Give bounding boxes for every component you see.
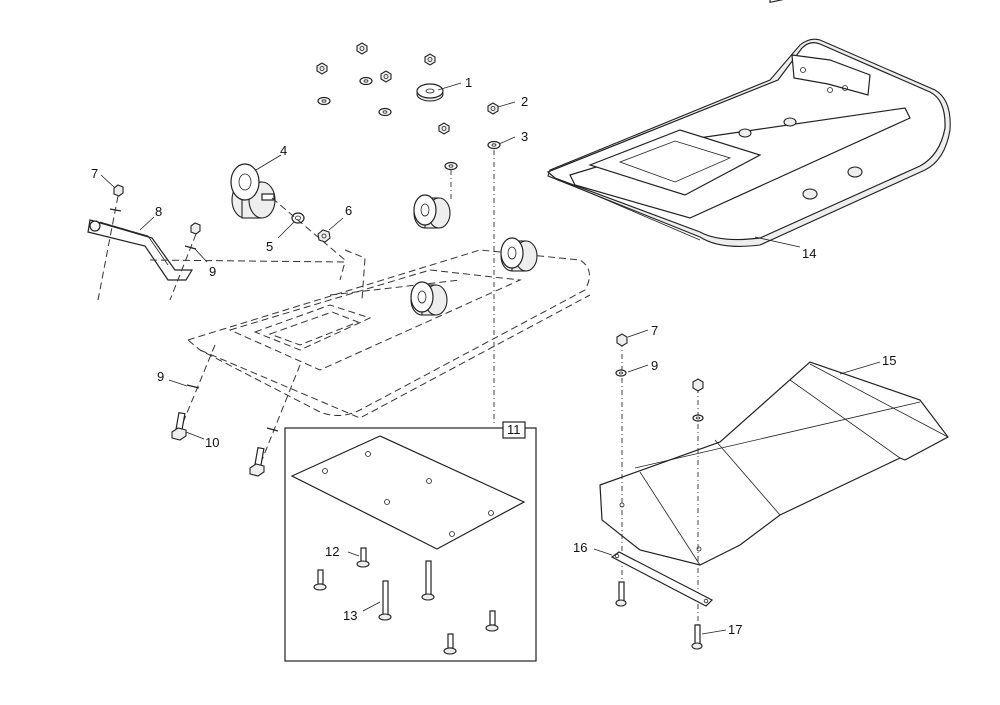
callout-8: 8	[155, 204, 162, 219]
handle-bracket	[87, 219, 194, 281]
washer	[615, 369, 627, 377]
callout-11: 11	[507, 422, 521, 437]
countersunk-bolt	[485, 610, 499, 632]
countersunk-bolt	[313, 569, 327, 591]
callout-12: 12	[325, 544, 339, 559]
paving-pad	[599, 361, 949, 566]
callout-7-left: 7	[91, 166, 98, 181]
washer	[444, 161, 458, 171]
nut-small	[190, 222, 201, 235]
callout-6: 6	[345, 203, 352, 218]
countersunk-bolt	[615, 581, 627, 607]
assembly-path	[271, 197, 346, 261]
washer-edge	[266, 427, 279, 432]
callout-1: 1	[465, 75, 472, 90]
lock-washer	[291, 212, 305, 224]
nut	[380, 70, 392, 83]
assembly-path	[261, 364, 301, 461]
callout-10: 10	[205, 435, 219, 450]
callout-13: 13	[343, 608, 357, 623]
countersunk-bolt	[443, 633, 457, 655]
callout-17: 17	[728, 622, 742, 637]
callout-labels: 1 2 3 4 5 6 7 8 9 9 10 11 12 13 14 7 9 1…	[91, 75, 896, 637]
vibration-damper-mounted	[413, 194, 451, 229]
hardware-cluster	[316, 42, 501, 171]
nut	[316, 62, 328, 75]
callout-9-lower: 9	[157, 369, 164, 384]
vibration-damper-mounted	[410, 281, 448, 316]
kit-number-box	[502, 421, 526, 439]
callout-14: 14	[802, 246, 816, 261]
callout-5: 5	[266, 239, 273, 254]
callout-2: 2	[521, 94, 528, 109]
callout-3: 3	[521, 129, 528, 144]
nut	[424, 53, 436, 66]
callout-7-right: 7	[651, 323, 658, 338]
washer	[487, 140, 501, 150]
bumper-washer	[416, 83, 444, 102]
hex-bolt	[249, 446, 265, 477]
assembly-path	[181, 344, 216, 426]
washer-edge	[186, 384, 200, 389]
callout-15: 15	[882, 353, 896, 368]
nut-small	[692, 378, 704, 392]
clamping-strip	[610, 551, 714, 607]
nut	[438, 122, 450, 135]
hex-bolt	[171, 411, 187, 441]
washer	[378, 107, 392, 117]
nut	[487, 102, 499, 115]
assembly-path	[97, 195, 119, 301]
vibration-damper-mounted	[500, 237, 538, 272]
callout-4: 4	[280, 143, 287, 158]
countersunk-bolt-long	[421, 560, 435, 601]
callout-16: 16	[573, 540, 587, 555]
nut	[356, 42, 368, 55]
washer	[359, 76, 373, 86]
washer	[692, 414, 704, 422]
countersunk-bolt	[691, 624, 703, 650]
nut-small	[616, 333, 628, 347]
vibration-damper-loose	[230, 163, 276, 219]
rubber-pad-kit-box	[284, 421, 537, 662]
washer	[317, 96, 331, 106]
countersunk-bolt	[356, 547, 370, 568]
callout-9-right: 9	[651, 358, 658, 373]
callout-9-upper: 9	[209, 264, 216, 279]
hex-nut	[317, 229, 331, 243]
nut-small	[113, 184, 124, 197]
base-plate-assembly	[546, 0, 951, 247]
assembly-path	[169, 233, 197, 301]
countersunk-bolt-long	[378, 580, 392, 621]
leader-lines	[100, 82, 881, 635]
phantom-base-plate	[149, 249, 591, 419]
